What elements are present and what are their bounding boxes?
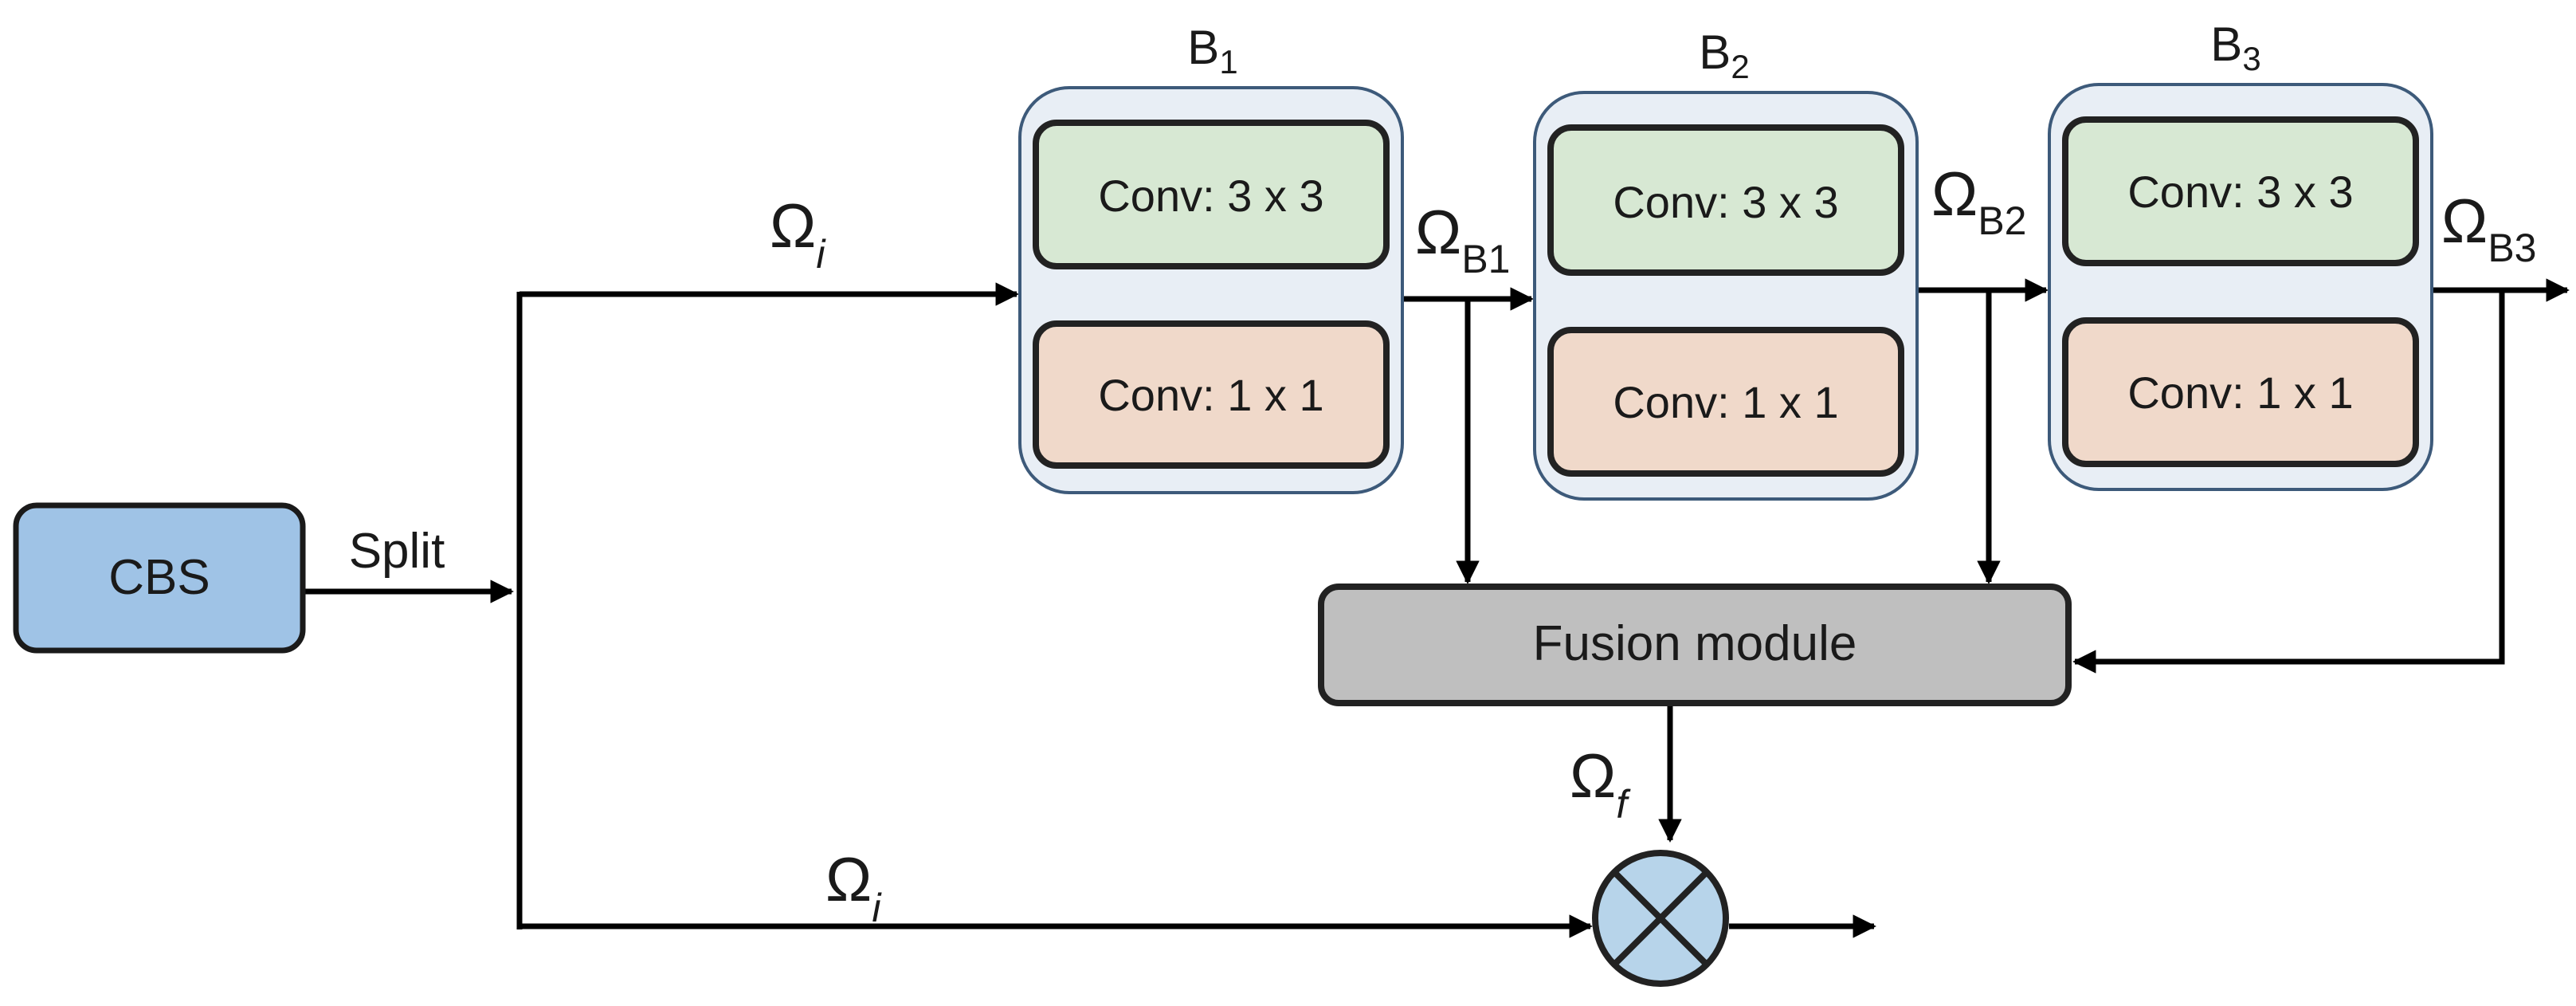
b3-to-fusion-arrow bbox=[2072, 290, 2505, 674]
block-b2-title: B2 bbox=[1699, 26, 1749, 85]
block-b3-conv3-label: Conv: 3 x 3 bbox=[2127, 167, 2353, 217]
block-b3-conv3-box bbox=[2062, 116, 2419, 266]
block-b2-conv1-box bbox=[1547, 327, 1904, 477]
block-b1-conv3-box bbox=[1033, 120, 1390, 269]
multiply-icon bbox=[1592, 850, 1729, 987]
block-b1-conv1-label: Conv: 1 x 1 bbox=[1098, 370, 1323, 420]
block-b1-conv3-label: Conv: 3 x 3 bbox=[1098, 171, 1323, 221]
signal-top-input-label: Ωi bbox=[770, 191, 826, 277]
block-b2-conv3-box bbox=[1547, 124, 1904, 276]
block-b3-conv1-box bbox=[2062, 317, 2419, 467]
block-b1-title: B1 bbox=[1187, 21, 1237, 81]
signal-bottom-input-label: Ωi bbox=[825, 844, 882, 930]
block-b1: B1 Conv: 3 x 3 Conv: 1 x 1 bbox=[1018, 21, 1404, 494]
fusion-label: Fusion module bbox=[1533, 616, 1857, 671]
block-b1-output-label: ΩB1 bbox=[1415, 197, 1510, 281]
fusion-box bbox=[1318, 584, 2072, 706]
block-b3-output-label: ΩB3 bbox=[2441, 186, 2536, 270]
split-label: Split bbox=[349, 524, 445, 579]
block-b3: B3 Conv: 3 x 3 Conv: 1 x 1 bbox=[2048, 18, 2433, 491]
block-b3-conv1-label: Conv: 1 x 1 bbox=[2127, 367, 2353, 418]
block-b2-conv1-label: Conv: 1 x 1 bbox=[1613, 377, 1838, 427]
block-b2-output-label: ΩB2 bbox=[1931, 159, 2026, 243]
block-b3-title: B3 bbox=[2210, 18, 2260, 77]
block-b2-conv3-label: Conv: 3 x 3 bbox=[1613, 177, 1838, 227]
fusion-module: Fusion module bbox=[1318, 584, 2072, 706]
cbs-node: CBS bbox=[13, 502, 306, 654]
block-b2: B2 Conv: 3 x 3 Conv: 1 x 1 bbox=[1533, 26, 1919, 501]
signal-fusion-output-label: Ωf bbox=[1570, 741, 1631, 827]
cbs-label: CBS bbox=[108, 550, 210, 605]
cbs-box bbox=[13, 502, 306, 654]
block-b1-conv1-box bbox=[1033, 320, 1390, 469]
